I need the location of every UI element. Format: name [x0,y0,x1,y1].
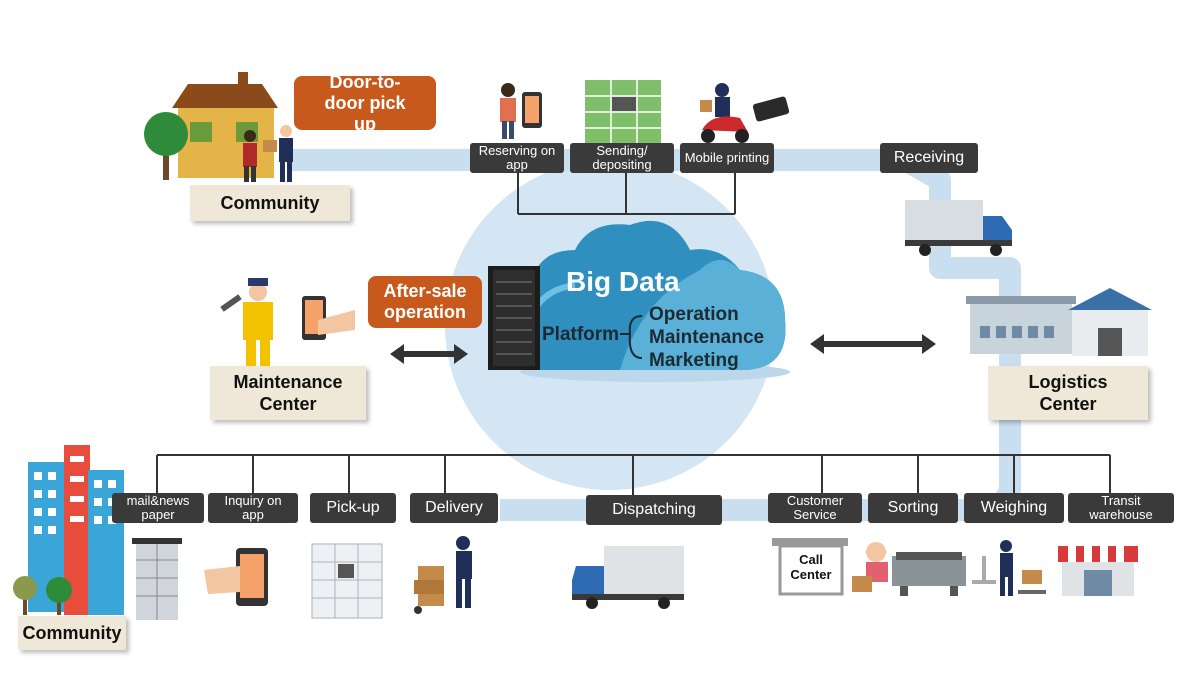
label-mail: mail&news paper [112,493,204,523]
maintenance-center-box: Maintenance Center [210,366,366,420]
woman-phone-icon [500,83,542,139]
truck-icon [572,546,684,609]
call-center-sign: Call Center [790,552,832,582]
scale-icon [972,540,1046,596]
platform-item-maintenance: Maintenance [649,327,765,348]
logistics-center-box: Logistics Center [988,366,1148,420]
label-customer: Customer Service [768,493,862,523]
cloud-icon [520,220,790,382]
house-icon [172,72,278,178]
printer-icon [752,96,790,122]
platform-brace [620,315,643,359]
truck-icon [905,200,1012,256]
label-delivery: Delivery [410,493,498,523]
after-sale-bubble: After-sale operation [368,276,482,328]
shop-icon [1058,546,1138,596]
bottom-bracket [156,454,1111,495]
label-receiving: Receiving [880,143,978,173]
call-center-icon [772,538,848,596]
hand-phone-icon [302,296,355,340]
operator-icon [852,542,888,592]
mailbox-icon [132,538,182,620]
door-pickup-bubble: Door-to-door pick up [294,72,436,134]
arrow-right [810,334,936,354]
server-rack-icon [488,266,540,370]
delivery-man-icon [414,536,472,614]
hand-phone-icon [204,548,268,606]
label-reserving: Reserving on app [470,143,564,173]
arrow-left [390,344,468,364]
platform-label: Platform [542,324,620,345]
tree-icon [13,576,72,615]
couriers-icon [243,125,293,182]
label-weighing: Weighing [964,493,1064,523]
sorting-machine-icon [892,552,966,596]
scooter-courier-icon [700,83,749,143]
parcel-locker-icon [311,543,383,619]
community-top-box: Community [190,185,350,221]
label-transit: Transit warehouse [1068,493,1174,523]
big-data-title: Big Data [566,266,680,297]
label-sorting: Sorting [868,493,958,523]
warehouse-icon [966,288,1152,356]
locker-icon [585,80,661,146]
building-icon [28,445,124,615]
mechanic-icon [220,278,273,366]
platform-item-marketing: Marketing [649,350,739,371]
community-bottom-box: Community [18,616,126,650]
platform-item-operation: Operation [649,304,739,325]
tree-icon [144,112,188,180]
label-inquiry: Inquiry on app [208,493,298,523]
label-mobile: Mobile printing [680,143,774,173]
label-sending: Sending/ depositing [570,143,674,173]
label-dispatching: Dispatching [586,495,722,525]
top-bracket [517,172,736,215]
label-pickup: Pick-up [310,493,396,523]
